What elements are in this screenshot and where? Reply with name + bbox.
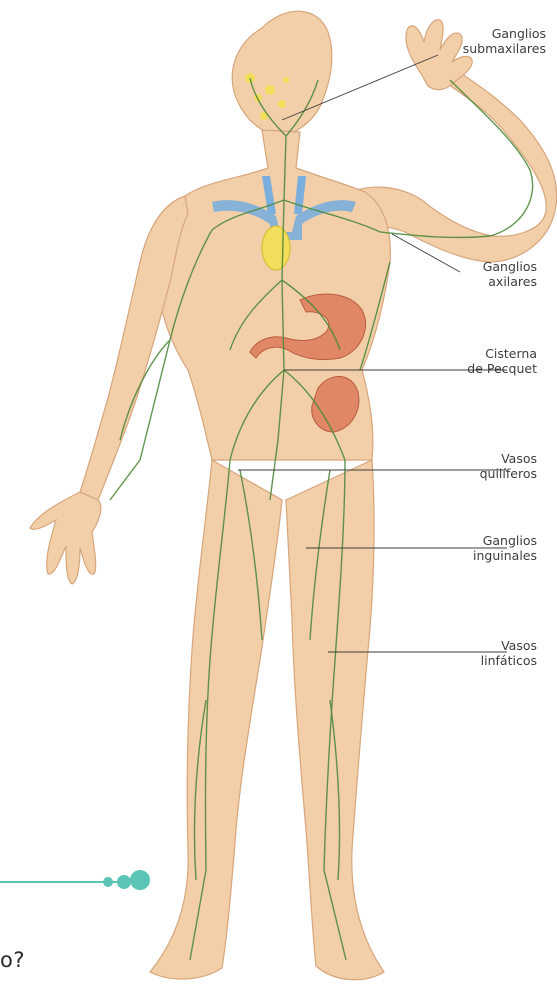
label-cisterna-pecquet: Cisterna de Pecquet [467,346,537,376]
lowered-arm [80,196,188,500]
thymus-gland [262,226,290,270]
lowered-hand [30,492,101,584]
head [232,11,332,136]
accent-dot-small [103,877,113,887]
accent-dot-medium [117,875,131,889]
human-body-figure [30,11,557,980]
accent-dot-large [130,870,150,890]
label-ganglios-submaxilares: Ganglios submaxilares [463,26,546,56]
label-vasos-linfaticos: Vasos linfáticos [481,638,537,668]
label-ganglios-axilares: Ganglios axilares [483,259,537,289]
accent-decoration [0,870,150,890]
right-leg [286,460,384,980]
left-leg [150,460,282,979]
question-fragment: o? [0,948,25,972]
label-ganglios-inguinales: Ganglios inguinales [473,533,537,563]
label-vasos-quiliferos: Vasos quilíferos [480,451,537,481]
